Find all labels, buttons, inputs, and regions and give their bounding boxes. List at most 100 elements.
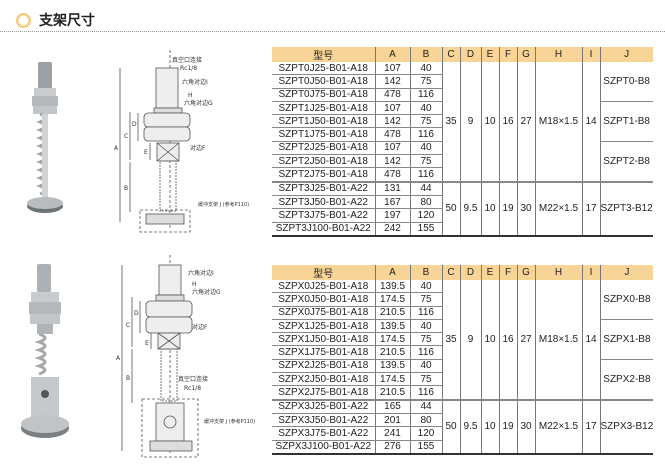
dim-cell-c: 50 xyxy=(441,398,460,455)
dim-cell: 75 xyxy=(409,74,442,89)
model-cell: SZPX1J75-B01-A18 xyxy=(272,345,375,360)
dim-cell: 116 xyxy=(409,167,442,183)
dim-cell: 167 xyxy=(374,195,410,210)
model-cell: SZPT0J25-B01-A18 xyxy=(272,62,375,76)
dim-cell-d: 9 xyxy=(459,62,481,183)
rc-label: Rc1/8 xyxy=(180,65,197,72)
dim-cell-e: 10 xyxy=(480,398,499,455)
dim-cell-e: 10 xyxy=(480,280,499,401)
bracket-model-cell: SZPT2-B8 xyxy=(599,141,653,183)
dim-cell: 40 xyxy=(409,141,442,156)
model-cell: SZPX0J75-B01-A18 xyxy=(272,306,375,320)
model-cell: SZPX1J50-B01-A18 xyxy=(272,332,375,347)
column-header: A xyxy=(374,265,410,280)
dim-c-label: C xyxy=(126,322,130,329)
dim-cell: 107 xyxy=(374,101,410,116)
dim-cell-d: 9.5 xyxy=(459,398,481,455)
dim-cell-h: M22×1.5 xyxy=(534,398,582,455)
bracket-model-cell: SZPX0-B8 xyxy=(599,280,654,320)
dim-cell: 107 xyxy=(374,141,410,156)
dim-cell: 120 xyxy=(409,208,442,223)
dim-cell: 210.5 xyxy=(374,306,410,320)
flat-f-label: 对边F xyxy=(190,144,206,152)
dim-cell: 116 xyxy=(409,345,442,360)
model-cell: SZPX0J25-B01-A18 xyxy=(272,280,375,294)
model-cell: SZPX3J50-B01-A22 xyxy=(272,413,375,428)
column-header: 型号 xyxy=(272,47,375,62)
dim-d-label: D xyxy=(134,310,139,317)
column-header: J xyxy=(599,47,653,62)
dim-cell: 276 xyxy=(374,440,410,455)
column-header: A xyxy=(374,47,410,62)
column-header: E xyxy=(480,47,499,62)
dim-cell-h: M22×1.5 xyxy=(534,180,582,237)
dim-cell: 44 xyxy=(409,398,442,414)
dim-cell: 201 xyxy=(374,413,410,428)
dim-cell: 120 xyxy=(409,426,442,441)
dim-cell: 139.5 xyxy=(374,280,410,294)
column-header: F xyxy=(498,265,517,280)
dimension-drawing-szpx: A B C D E 六角对边I H 六角对边G 对边F 真空口连接 Rc1/8 … xyxy=(116,255,255,458)
model-cell: SZPT1J25-B01-A18 xyxy=(272,101,375,116)
column-header: H xyxy=(534,265,582,280)
dim-cell: 40 xyxy=(409,359,442,374)
dim-cell-c: 50 xyxy=(441,180,460,237)
dim-d-label: D xyxy=(132,121,137,128)
bracket-model-cell: SZPT1-B8 xyxy=(599,101,653,142)
bracket-model-cell: SZPX1-B8 xyxy=(599,319,654,360)
dim-cell: 116 xyxy=(409,385,442,401)
column-header: D xyxy=(459,47,481,62)
model-cell: SZPX2J75-B01-A18 xyxy=(272,385,375,401)
dim-cell: 142 xyxy=(374,74,410,89)
dim-b-label: B xyxy=(126,375,130,382)
dim-cell-e: 10 xyxy=(480,62,499,183)
dim-cell: 116 xyxy=(409,306,442,320)
dim-cell: 107 xyxy=(374,62,410,76)
column-header: H xyxy=(534,47,582,62)
section-header: 支架尺寸 xyxy=(16,10,95,30)
dim-cell: 174.5 xyxy=(374,292,410,307)
model-cell: SZPX0J50-B01-A18 xyxy=(272,292,375,307)
model-cell: SZPX3J75-B01-A22 xyxy=(272,426,375,441)
dim-cell: 139.5 xyxy=(374,359,410,374)
dim-cell-i: 14 xyxy=(581,62,600,183)
dim-cell: 242 xyxy=(374,222,410,237)
model-cell: SZPX3J25-B01-A22 xyxy=(272,398,375,414)
flat-f-label: 对边F xyxy=(192,323,208,331)
dim-cell: 75 xyxy=(409,332,442,347)
column-header: I xyxy=(581,47,600,62)
column-header: D xyxy=(459,265,481,280)
model-cell: SZPT2J25-B01-A18 xyxy=(272,141,375,156)
dim-cell: 165 xyxy=(374,398,410,414)
dim-cell-h: M18×1.5 xyxy=(534,62,582,183)
dim-cell-g: 30 xyxy=(516,398,535,455)
dim-cell: 75 xyxy=(409,292,442,307)
dim-b-label: B xyxy=(124,185,128,192)
dim-cell: 75 xyxy=(409,114,442,129)
dim-a-label: A xyxy=(116,355,121,362)
column-header: C xyxy=(441,265,460,280)
dim-cell: 139.5 xyxy=(374,319,410,334)
product-photo-szpx xyxy=(21,264,69,438)
dim-cell: 210.5 xyxy=(374,345,410,360)
dim-cell-f: 16 xyxy=(498,62,517,183)
dim-cell: 155 xyxy=(409,440,442,455)
model-cell: SZPX1J25-B01-A18 xyxy=(272,319,375,334)
dim-cell-i: 17 xyxy=(581,180,600,237)
column-header: J xyxy=(599,265,654,280)
dim-cell: 40 xyxy=(409,62,442,76)
model-cell: SZPX2J50-B01-A18 xyxy=(272,372,375,387)
dim-cell: 155 xyxy=(409,222,442,237)
